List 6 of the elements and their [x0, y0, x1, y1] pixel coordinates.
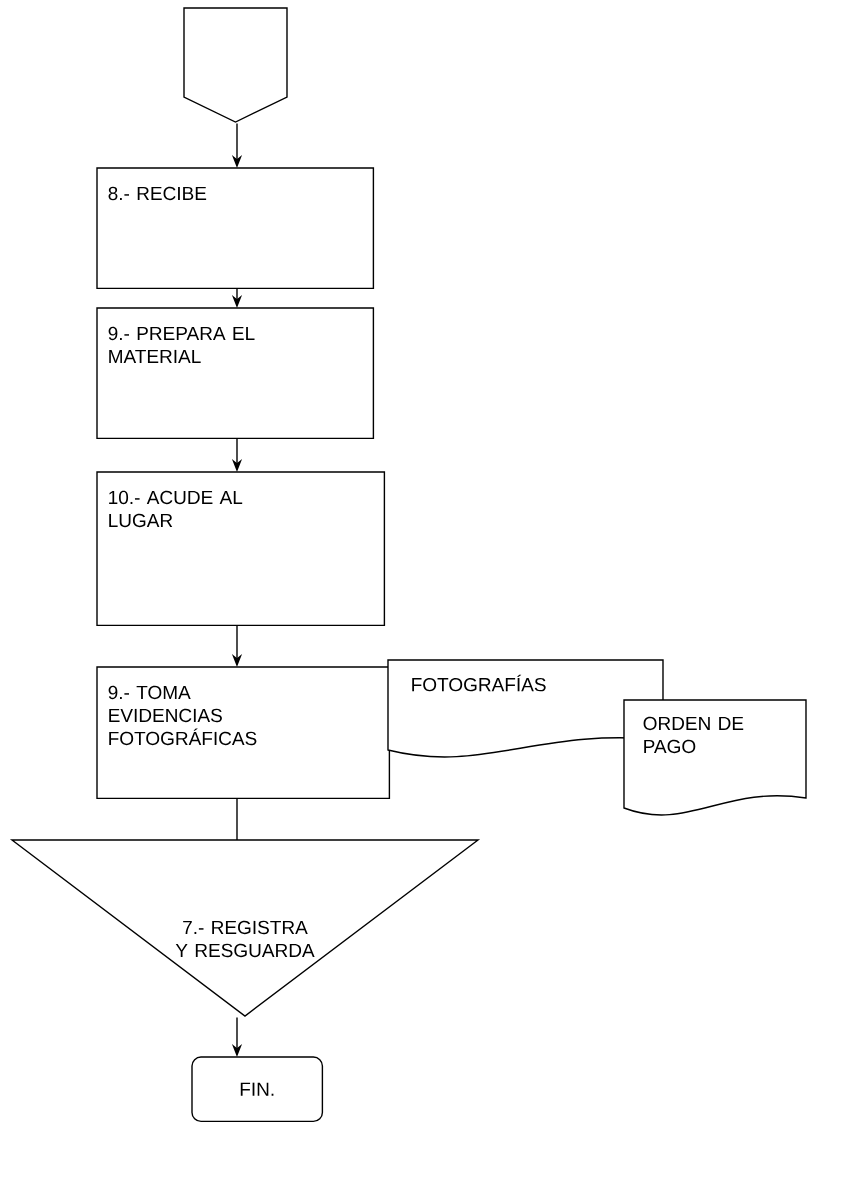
off-page-connector [183, 7, 288, 123]
process-box: 9.- TOMA EVIDENCIAS FOTOGRÁFICAS [96, 666, 391, 800]
process-box: 8.- RECIBE [96, 167, 375, 290]
process-box: 9.- PREPARA EL MATERIAL [96, 307, 375, 440]
process-box: 10.- ACUDE AL LUGAR [96, 471, 386, 627]
terminal-box: FIN. [191, 1056, 324, 1123]
